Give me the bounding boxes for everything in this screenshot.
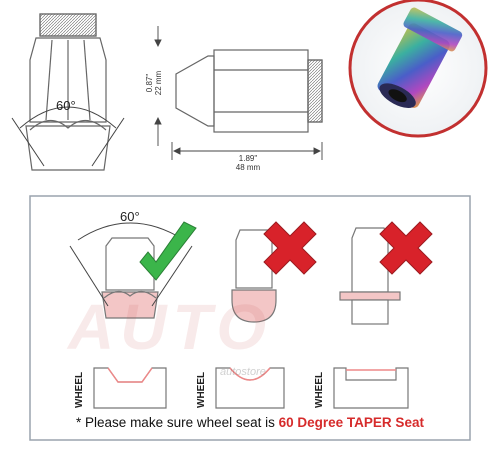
- height-inch: 0.87": [145, 73, 154, 93]
- watermark-logo: AUTO: [68, 291, 273, 363]
- wheel-section-taper: [93, 367, 167, 409]
- height-dimension-label: 0.87" 22 mm: [145, 53, 163, 113]
- check-mark-icon: [139, 221, 197, 281]
- length-inch: 1.89": [238, 154, 258, 163]
- product-photo: [348, 0, 488, 138]
- side-view-drawing: [175, 49, 323, 133]
- taper-angle-lines: [69, 222, 193, 307]
- watermark-subtext: autostore: [220, 366, 266, 378]
- flat-seat-nut: [339, 227, 401, 325]
- taper-seat-nut: [101, 237, 159, 319]
- note-prefix: * Please make sure wheel seat is: [76, 415, 279, 430]
- length-dimension-label: 1.89" 48 mm: [220, 154, 276, 172]
- wheel-label-3: WHEEL: [314, 371, 325, 408]
- front-view-drawing: [25, 13, 111, 171]
- top-angle-label: 60°: [56, 98, 76, 113]
- cross-icon-flat: [379, 221, 433, 275]
- dimension-lines: [154, 26, 323, 160]
- seat-angle-label: 60°: [120, 209, 140, 224]
- wheel-label-2: WHEEL: [196, 371, 207, 408]
- wheel-seat-note: * Please make sure wheel seat is 60 Degr…: [0, 415, 500, 430]
- wheel-label-1: WHEEL: [74, 371, 85, 408]
- wheel-section-ball: [215, 367, 285, 409]
- length-mm: 48 mm: [235, 163, 261, 172]
- wheel-section-flat: [333, 367, 409, 409]
- note-highlight: 60 Degree TAPER Seat: [278, 415, 424, 430]
- height-mm: 22 mm: [154, 70, 163, 96]
- taper-angle-guides: [11, 106, 125, 167]
- cross-icon-ball: [263, 221, 317, 275]
- ball-seat-nut: [231, 229, 277, 323]
